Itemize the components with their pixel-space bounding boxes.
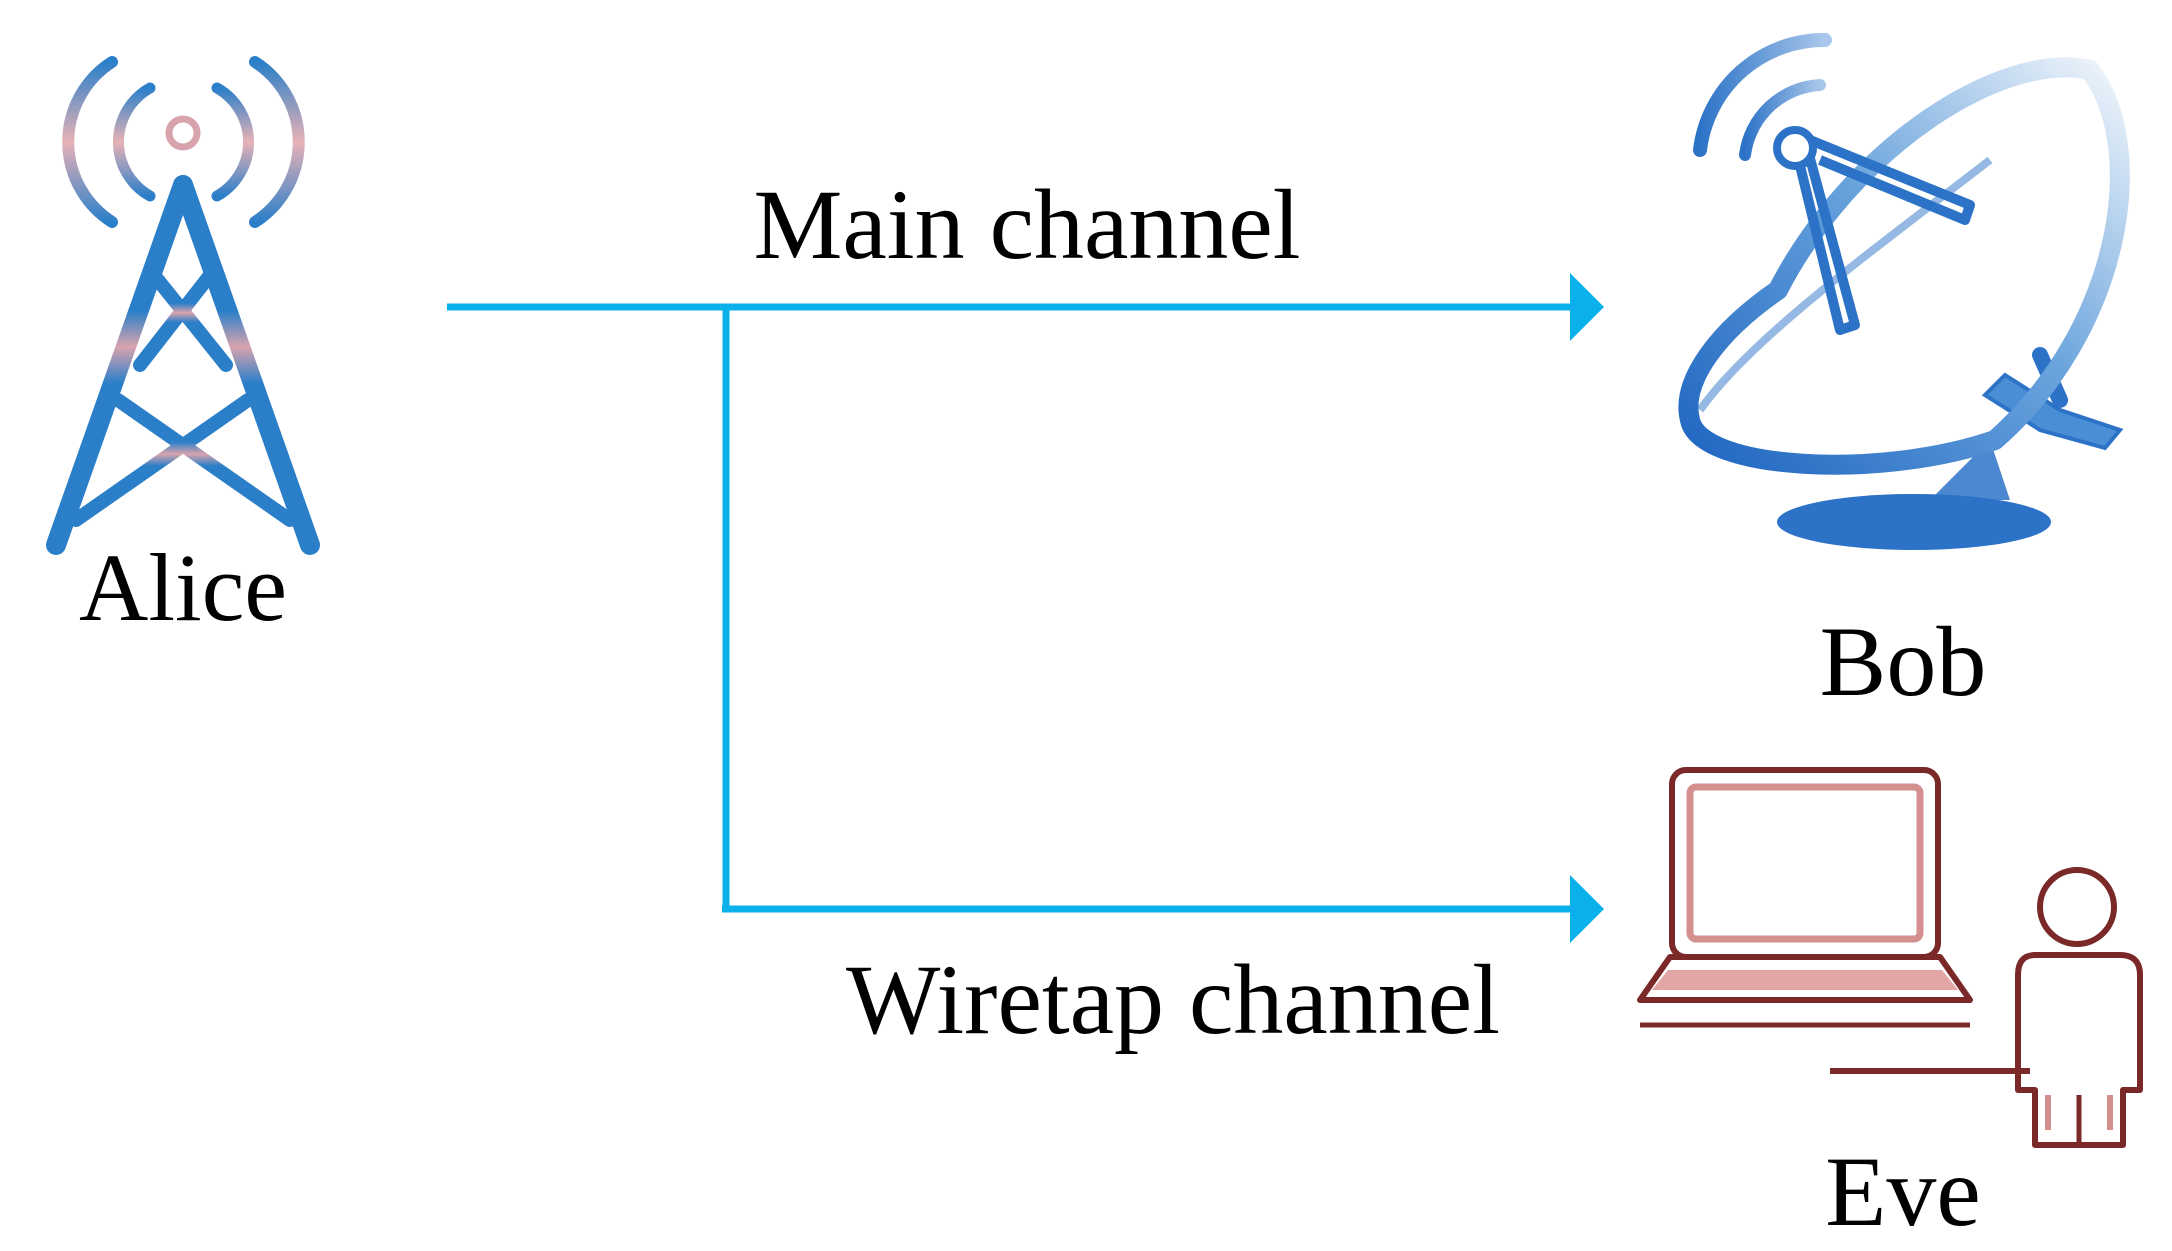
satellite-dish-icon (1678, 32, 2130, 550)
alice-label: Alice (79, 534, 287, 641)
main-channel-label: Main channel (753, 169, 1300, 280)
main-channel-arrowhead (1570, 273, 1604, 341)
channel-arrows (447, 273, 1604, 943)
eve-label: Eve (1825, 1136, 1980, 1247)
laptop-person-icon (1637, 767, 2143, 1148)
wiretap-channel-arrowhead (1570, 875, 1604, 943)
radio-tower-icon (46, 56, 320, 555)
wiretap-channel-label: Wiretap channel (846, 944, 1500, 1055)
bob-label: Bob (1820, 606, 1987, 717)
